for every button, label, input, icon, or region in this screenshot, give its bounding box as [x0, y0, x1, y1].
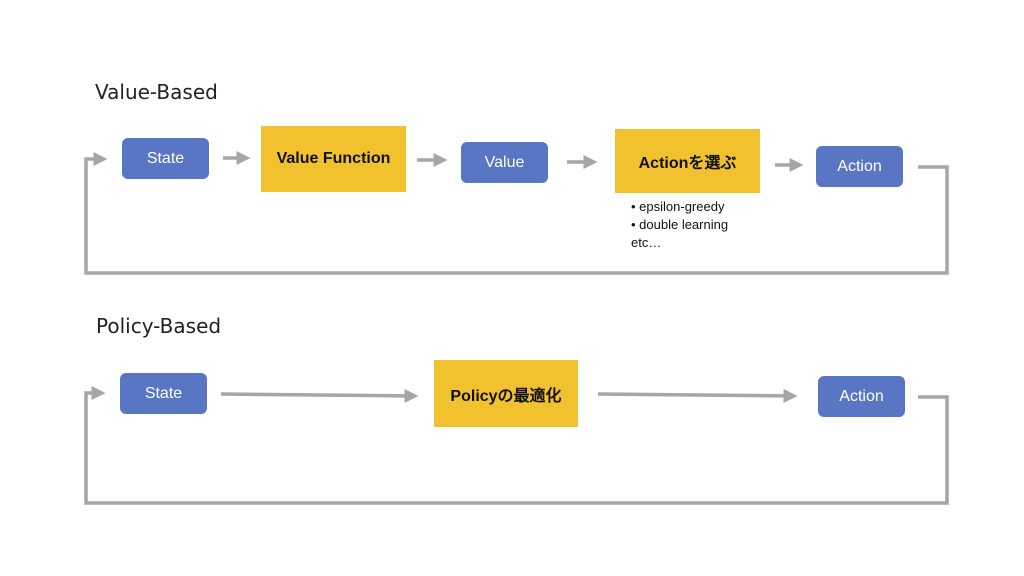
arrow-policy-to-action — [597, 388, 798, 403]
vb-value-function-box: Value Function — [261, 126, 406, 192]
pb-action-box: Action — [818, 376, 905, 417]
method-item: • epsilon-greedy — [631, 199, 725, 214]
vb-choose-action-box: Actionを選ぶ — [615, 129, 760, 193]
policy-based-title: Policy-Based — [96, 314, 222, 338]
method-item: etc… — [631, 235, 662, 250]
vb-state-box: State — [122, 138, 209, 179]
pb-feedback-loop — [84, 386, 949, 505]
arrow-state-to-policy — [220, 388, 419, 403]
vb-feedback-loop — [84, 152, 949, 275]
method-item: • double learning — [631, 217, 729, 232]
pb-policy-optimization-box: Policyの最適化 — [434, 360, 578, 427]
vb-value-box: Value — [461, 142, 548, 183]
vb-action-box: Action — [816, 146, 903, 187]
vb-action-selection-methods: • epsilon-greedy • double learning etc… — [631, 198, 728, 252]
value-based-title: Value-Based — [95, 80, 218, 104]
pb-state-box: State — [120, 373, 207, 414]
